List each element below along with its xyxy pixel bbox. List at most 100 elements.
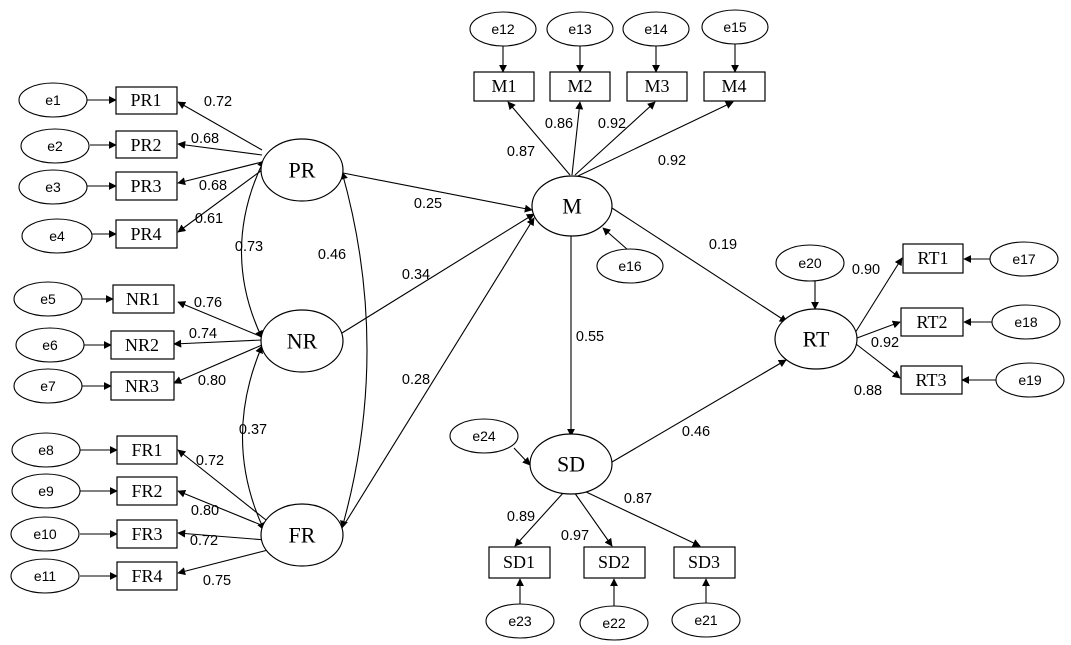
coef-path-m-sd: 0.55 [576, 329, 604, 345]
edge-rt-rt2 [856, 320, 901, 339]
svg-text:e3: e3 [45, 179, 61, 195]
error-e19: e19 [995, 362, 1065, 398]
coef-nr-nr1: 0.76 [194, 295, 222, 311]
svg-text:M1: M1 [491, 76, 516, 96]
error-e21: e21 [671, 602, 741, 638]
edges [80, 44, 996, 607]
indicator-fr3: FR3 [116, 519, 178, 549]
coef-path-nr-m: 0.34 [402, 267, 430, 283]
svg-text:M3: M3 [644, 76, 669, 96]
svg-text:e5: e5 [40, 291, 56, 307]
svg-text:e17: e17 [1012, 251, 1036, 267]
svg-text:NR3: NR3 [125, 376, 159, 396]
error-e2: e2 [20, 128, 90, 164]
error-e5: e5 [13, 281, 83, 317]
coef-nr-nr2: 0.74 [189, 326, 217, 342]
indicator-fr4: FR4 [116, 561, 178, 591]
error-e7: e7 [13, 368, 83, 404]
cov-pr-fr [340, 171, 368, 529]
latent-sd: SD [529, 433, 613, 495]
coef-cov-pr-fr: 0.46 [318, 247, 346, 263]
svg-text:NR: NR [287, 329, 318, 354]
error-e8: e8 [11, 432, 81, 468]
svg-text:RT1: RT1 [918, 248, 949, 268]
coef-m-m2: 0.86 [545, 116, 573, 132]
svg-text:RT3: RT3 [916, 370, 947, 390]
svg-text:e20: e20 [798, 255, 822, 271]
error-e15: e15 [701, 9, 769, 45]
coef-sd-sd2: 0.97 [561, 528, 589, 544]
svg-text:M2: M2 [567, 76, 592, 96]
svg-text:NR1: NR1 [126, 289, 160, 309]
edge-e24-sd [513, 447, 531, 466]
error-e14: e14 [622, 11, 690, 47]
edge-e16-m [602, 227, 629, 251]
latent-pr: PR [260, 138, 344, 202]
svg-text:e2: e2 [47, 138, 63, 154]
error-e22: e22 [579, 605, 649, 641]
edge-pr-pr3 [177, 161, 263, 186]
svg-text:SD2: SD2 [598, 552, 630, 572]
error-e17: e17 [989, 241, 1059, 277]
svg-text:PR2: PR2 [130, 135, 161, 155]
edge-pr-pr1 [177, 101, 263, 151]
svg-text:FR3: FR3 [131, 524, 162, 544]
svg-text:PR: PR [289, 158, 316, 183]
svg-text:e10: e10 [33, 526, 57, 542]
cov-pr-nr [240, 159, 265, 339]
latent-m: M [531, 175, 613, 237]
edge-pr-pr4 [177, 169, 263, 233]
coef-path-m-rt: 0.19 [709, 237, 737, 253]
indicator-sd3: SD3 [673, 546, 736, 579]
edge-sd-sd3 [581, 489, 701, 547]
indicator-rt1: RT1 [902, 243, 964, 274]
coef-nr-nr3: 0.80 [198, 373, 226, 389]
svg-text:RT: RT [803, 327, 830, 352]
svg-text:e18: e18 [1014, 314, 1038, 330]
indicator-pr3: PR3 [115, 171, 178, 201]
coef-sd-sd1: 0.89 [507, 509, 535, 525]
coef-pr-pr2: 0.68 [191, 131, 219, 147]
path-m-rt [611, 207, 788, 323]
edge-fr-fr1 [177, 449, 267, 521]
indicator-nr2: NR2 [110, 330, 175, 360]
svg-text:e14: e14 [644, 21, 668, 37]
error-terms: e1 e2 e3 e4 e5 e6 e7 e8 e9 e10 e11 e12 e… [10, 9, 1065, 641]
svg-text:FR1: FR1 [131, 440, 162, 460]
coefficients: 0.72 0.68 0.68 0.61 0.76 0.74 0.80 0.72 … [189, 94, 899, 589]
svg-text:SD1: SD1 [503, 552, 535, 572]
latent-variables: PR NR FR M SD RT [260, 138, 858, 567]
svg-text:e7: e7 [40, 378, 56, 394]
coef-sd-sd3: 0.87 [624, 491, 652, 507]
path-pr-m [342, 172, 533, 213]
coef-path-fr-m: 0.28 [402, 372, 430, 388]
indicators: PR1 PR2 PR3 PR4 NR1 NR2 NR3 FR1 FR2 FR3 … [110, 71, 964, 591]
error-e20: e20 [775, 244, 845, 282]
coef-m-m4: 0.92 [658, 153, 686, 169]
svg-text:SD3: SD3 [688, 552, 720, 572]
indicator-sd1: SD1 [488, 546, 551, 579]
error-e24: e24 [449, 418, 519, 454]
coef-cov-nr-fr: 0.37 [239, 422, 267, 438]
svg-text:e19: e19 [1018, 372, 1042, 388]
svg-text:e8: e8 [38, 442, 54, 458]
svg-text:PR4: PR4 [130, 224, 161, 244]
svg-text:e13: e13 [568, 21, 592, 37]
coef-path-sd-rt: 0.46 [682, 424, 710, 440]
error-e13: e13 [546, 11, 614, 47]
path-nr-m [341, 213, 535, 334]
svg-text:e22: e22 [602, 615, 626, 631]
indicator-fr2: FR2 [116, 476, 178, 506]
coef-fr-fr2: 0.80 [191, 503, 219, 519]
indicator-m4: M4 [703, 71, 766, 102]
path-sd-rt [611, 359, 787, 463]
indicator-rt2: RT2 [900, 307, 964, 337]
edge-m-m4 [577, 101, 734, 177]
coef-fr-fr4: 0.75 [203, 573, 231, 589]
error-e23: e23 [485, 603, 555, 639]
indicator-nr3: NR3 [110, 371, 175, 401]
edge-nr-nr2 [173, 339, 263, 348]
svg-text:M: M [562, 194, 582, 219]
latent-rt: RT [774, 308, 858, 370]
